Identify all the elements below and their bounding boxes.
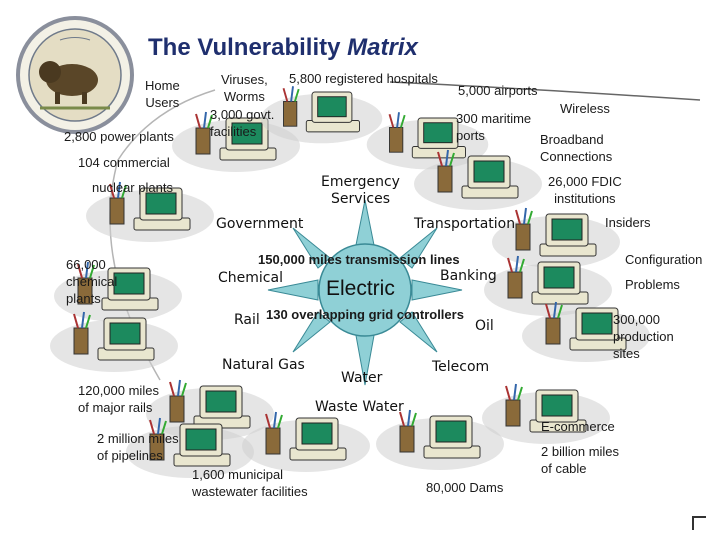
computer-monitor-icon — [261, 86, 383, 143]
label-commercial: 104 commercial — [78, 154, 170, 171]
label-dams: 80,000 Dams — [426, 479, 503, 496]
label-chemical-plants: 66,000 chemical plants — [66, 256, 117, 307]
sector-banking: Banking — [440, 268, 497, 285]
title-emphasis: Matrix — [347, 34, 418, 61]
page-title: The Vulnerability Matrix — [148, 34, 418, 62]
label-pipelines: 2 million miles of pipelines — [97, 430, 179, 464]
label-viruses-worms: Viruses, Worms — [221, 71, 268, 105]
label-problems: Problems — [625, 276, 680, 293]
label-home-users: Home Users — [145, 77, 180, 111]
label-hospitals: 5,800 registered hospitals — [289, 70, 438, 87]
label-ecommerce: E-commerce — [541, 418, 615, 435]
center-electric-label: Electric — [326, 277, 395, 301]
label-configuration: Configuration — [625, 251, 702, 268]
sector-emergency-services: Emergency Services — [321, 174, 400, 208]
department-seal-logo — [18, 18, 132, 132]
label-cable: 2 billion miles of cable — [541, 443, 619, 477]
sector-chemical: Chemical — [218, 270, 283, 287]
label-wireless: Wireless — [560, 100, 610, 117]
corner-bracket — [692, 516, 706, 530]
label-govt-facilities: 3,000 govt. facilities — [210, 106, 274, 140]
label-nuclear-plants: nuclear plants — [92, 179, 173, 196]
sector-oil: Oil — [475, 318, 494, 335]
computer-monitor-icon — [50, 312, 178, 372]
label-power-plants: 2,800 power plants — [64, 128, 174, 145]
computer-monitor-icon — [484, 256, 612, 316]
sector-waste-water: Waste Water — [315, 399, 404, 416]
sector-natural-gas: Natural Gas — [222, 357, 305, 374]
label-airports: 5,000 airports — [458, 82, 538, 99]
sector-telecom: Telecom — [432, 359, 489, 376]
sector-rail: Rail — [234, 312, 260, 329]
computer-monitor-icon — [482, 384, 610, 444]
label-wastewater-facilities: 1,600 municipal wastewater facilities — [192, 466, 308, 500]
label-broadband: Broadband Connections — [540, 131, 612, 165]
sector-water: Water — [341, 370, 382, 387]
label-fdic: 26,000 FDIC institutions — [548, 173, 622, 207]
stat-grid-controllers: 130 overlapping grid controllers — [266, 306, 464, 323]
label-maritime-ports: 300 maritime ports — [456, 110, 531, 144]
label-production-sites: 300,000 production sites — [613, 311, 674, 362]
title-main: The Vulnerability — [148, 34, 347, 61]
sector-government: Government — [216, 216, 303, 233]
label-insiders: Insiders — [605, 214, 651, 231]
stat-transmission-lines: 150,000 miles transmission lines — [258, 251, 460, 268]
sector-transportation: Transportation — [414, 216, 515, 233]
label-major-rails: 120,000 miles of major rails — [78, 382, 159, 416]
